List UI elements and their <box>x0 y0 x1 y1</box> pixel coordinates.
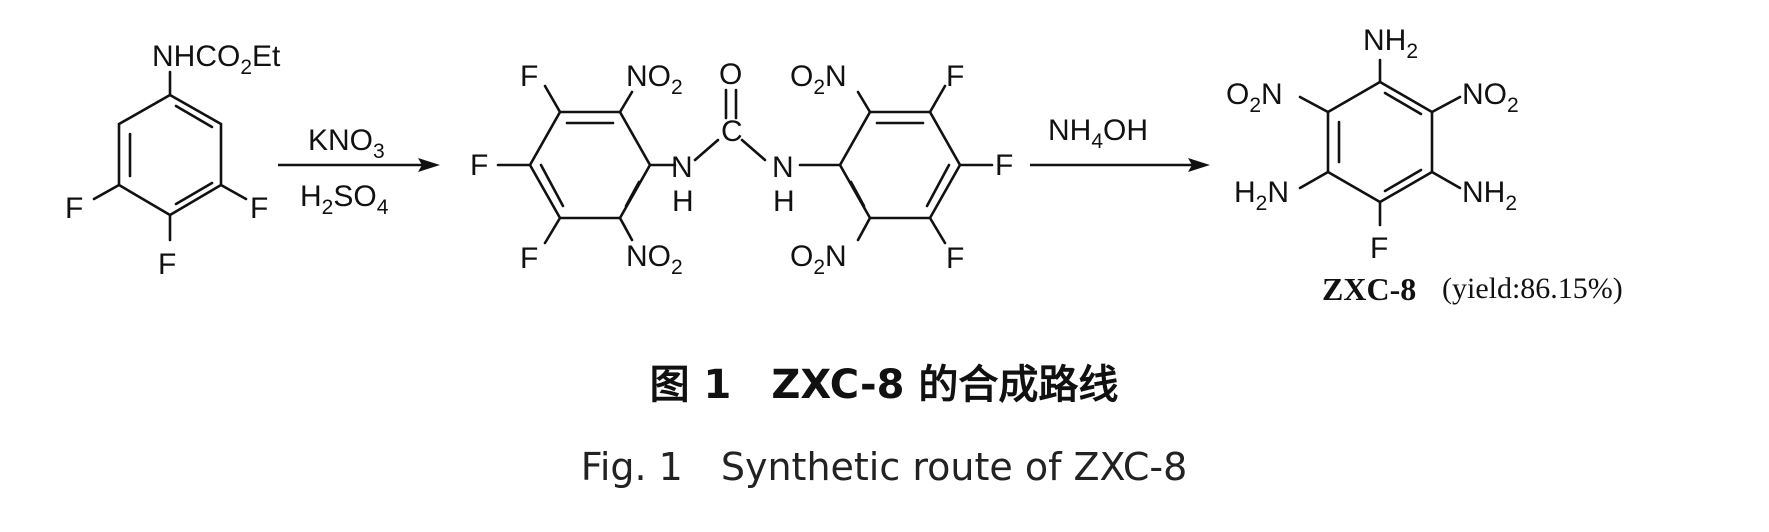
left-ring-fluorine-bottom: F <box>520 242 538 275</box>
product-fluorine: F <box>1370 232 1388 265</box>
reagent-nh4oh: NH4OH <box>1048 114 1148 153</box>
right-ring-nitro-bottom: O2N <box>790 240 847 279</box>
fluorine-right: F <box>250 192 268 225</box>
right-ring-fluorine-right: F <box>995 149 1013 182</box>
product-ring <box>1298 58 1462 227</box>
product-zxc8: NH2 O2N NO2 H2N NH2 F ZXC-8 (yield:86.15… <box>1226 24 1623 307</box>
urea-nitrogen-left: N <box>671 151 693 184</box>
product-nitro-right: NO2 <box>1462 78 1519 117</box>
product-amine-left: H2N <box>1234 176 1289 215</box>
right-ring <box>838 84 994 245</box>
starting-ring <box>92 70 248 242</box>
reaction-arrow-2: NH4OH <box>1030 114 1210 172</box>
urea-oxygen: O <box>719 58 742 91</box>
starting-material: NHCO2Et F F F <box>65 40 281 281</box>
compound-label: ZXC-8 <box>1322 271 1416 307</box>
fluorine-left: F <box>65 192 83 225</box>
carbamate-group: NHCO2Et <box>152 40 281 79</box>
caption-chinese: 图 1 ZXC-8 的合成路线 <box>650 362 1119 408</box>
right-ring-fluorine-bottom: F <box>946 242 964 275</box>
product-amine-top: NH2 <box>1363 24 1418 63</box>
product-nitro-left: O2N <box>1226 78 1283 117</box>
left-ring-nitro-top: NO2 <box>626 60 683 99</box>
urea-carbon: C <box>721 115 743 148</box>
caption-english: Fig. 1 Synthetic route of ZXC-8 <box>581 445 1188 489</box>
product-amine-right: NH2 <box>1462 176 1517 215</box>
urea-bridge <box>693 88 842 167</box>
fluorine-bottom: F <box>158 248 176 281</box>
urea-hydrogen-right: H <box>773 185 795 218</box>
left-ring-nitro-bottom: NO2 <box>626 240 683 279</box>
right-ring-fluorine-top: F <box>946 60 964 93</box>
reagent-h2so4: H2SO4 <box>300 180 389 219</box>
left-ring-fluorine-left: F <box>470 149 488 182</box>
urea-hydrogen-left: H <box>672 185 694 218</box>
left-ring <box>496 84 677 245</box>
yield-label: (yield:86.15%) <box>1442 272 1623 305</box>
intermediate-urea: F F F NO2 NO2 N H C O N H <box>470 58 1013 279</box>
urea-nitrogen-right: N <box>772 151 794 184</box>
reaction-arrow-1: KNO3 H2SO4 <box>278 124 440 219</box>
right-ring-nitro-top: O2N <box>790 60 847 99</box>
reagent-kno3: KNO3 <box>308 124 385 163</box>
left-ring-fluorine-top: F <box>520 60 538 93</box>
